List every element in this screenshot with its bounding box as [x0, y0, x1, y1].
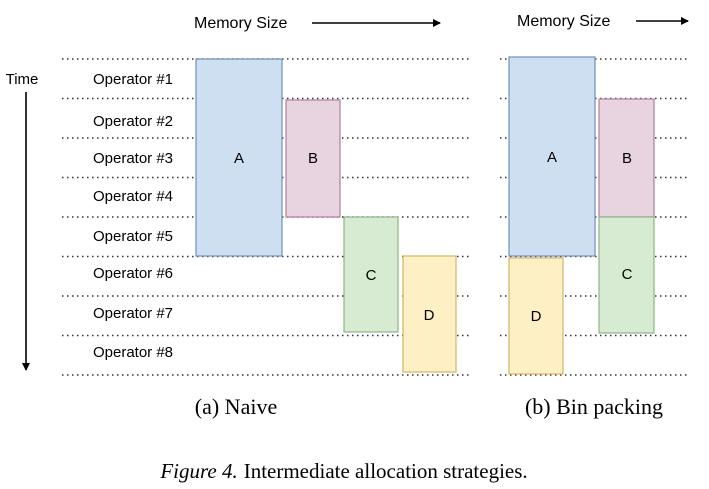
bin-packing-blocks: A B C D: [508, 56, 655, 375]
block-b-rect: [285, 99, 341, 218]
block-b: B: [285, 99, 341, 218]
operator-label: Operator #5: [93, 228, 173, 245]
block-a: A: [508, 56, 596, 257]
block-c: C: [343, 216, 399, 333]
block-d-rect: [402, 255, 457, 373]
block-c-rect: [598, 216, 655, 334]
figure-caption-text: Intermediate allocation strategies.: [244, 459, 528, 483]
block-c: C: [598, 216, 655, 334]
block-d: D: [508, 257, 564, 375]
operator-label: Operator #4: [93, 188, 173, 205]
block-c-rect: [343, 216, 399, 333]
block-b-rect: [598, 98, 655, 218]
block-b-label: B: [622, 150, 632, 167]
memory-size-label-bin-packing: Memory Size: [517, 13, 610, 30]
block-b: B: [598, 98, 655, 218]
operator-label: Operator #1: [93, 71, 173, 88]
operator-labels: Operator #1 Operator #2 Operator #3 Oper…: [93, 71, 173, 361]
block-a-label: A: [547, 149, 557, 166]
block-c-label: C: [366, 267, 377, 284]
memory-size-label-naive: Memory Size: [194, 15, 287, 32]
operator-label: Operator #7: [93, 305, 173, 322]
block-c-label: C: [622, 266, 633, 283]
block-a-label: A: [234, 150, 244, 167]
operator-label: Operator #8: [93, 344, 173, 361]
block-b-label: B: [308, 150, 318, 167]
figure-caption-prefix: Figure 4.: [159, 459, 237, 483]
caption-naive: (a) Naive: [195, 394, 277, 419]
block-d-rect: [508, 257, 564, 375]
block-a-rect: [508, 56, 596, 257]
operator-label: Operator #6: [93, 265, 173, 282]
operator-label: Operator #2: [93, 113, 173, 130]
block-a: A: [195, 58, 283, 257]
block-d-label: D: [531, 308, 542, 325]
block-d-label: D: [424, 307, 435, 324]
naive-blocks: A B C D: [195, 58, 457, 373]
block-a-rect: [195, 58, 283, 257]
caption-bin-packing: (b) Bin packing: [525, 394, 663, 419]
figure-caption: Figure 4. Intermediate allocation strateg…: [159, 459, 527, 483]
block-d: D: [402, 255, 457, 373]
operator-label: Operator #3: [93, 150, 173, 167]
time-label: Time: [6, 71, 39, 88]
